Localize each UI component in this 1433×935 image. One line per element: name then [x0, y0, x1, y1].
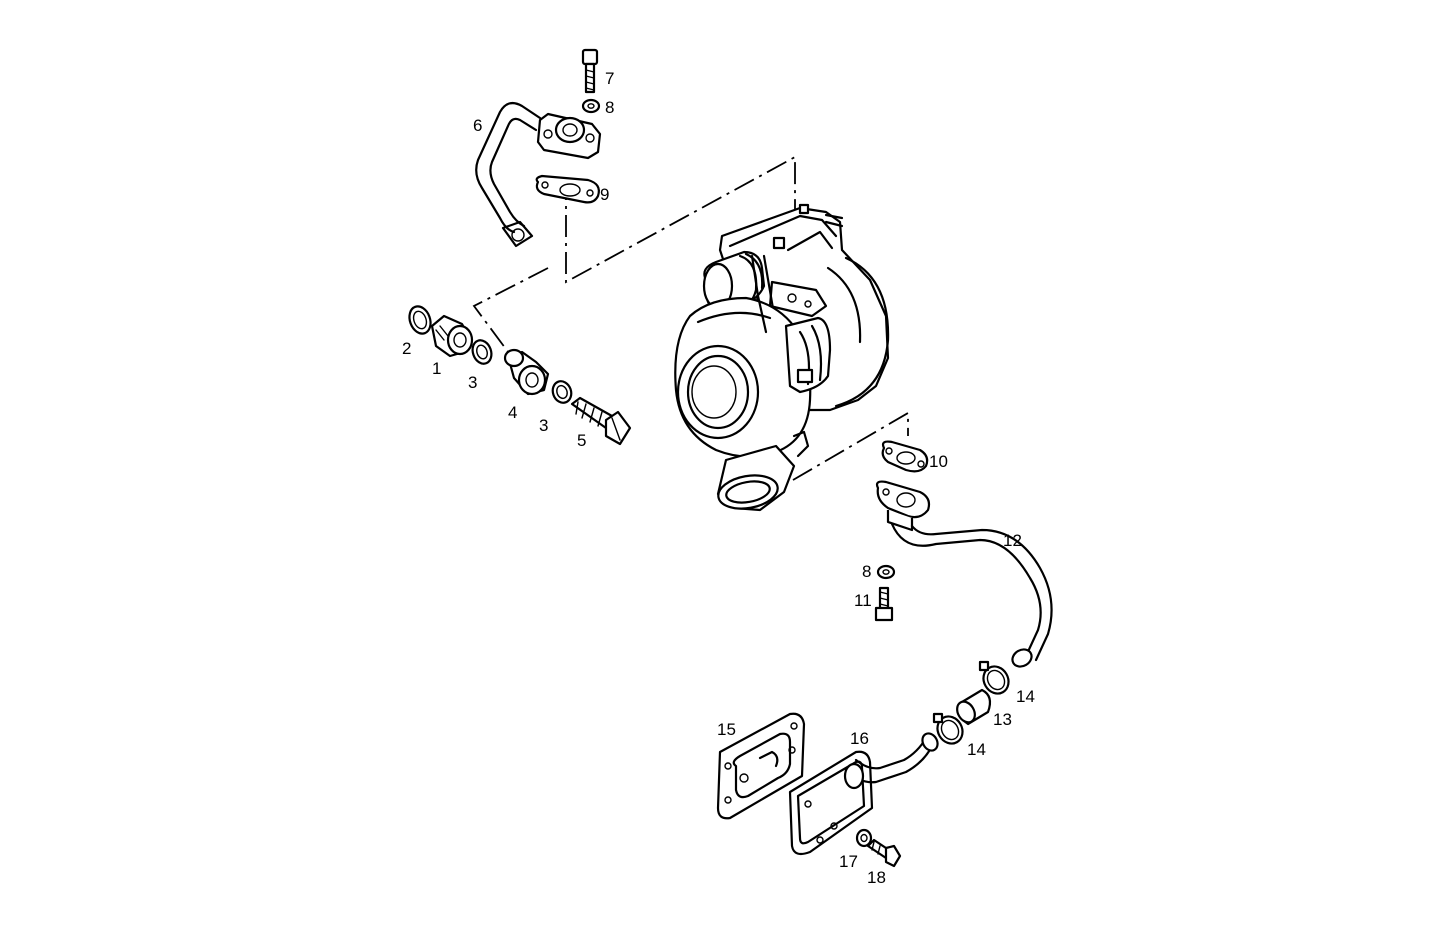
callout-6: 6 [473, 116, 482, 135]
washer-8-bottom [876, 564, 896, 580]
callout-7: 7 [605, 69, 614, 88]
callout-8-bottom: 8 [862, 562, 871, 581]
bolt-18 [866, 838, 902, 868]
callout-8-top: 8 [605, 98, 614, 117]
sealing-ring-3-b [551, 380, 573, 404]
adapter-fitting-1 [430, 314, 474, 358]
callout-1: 1 [432, 359, 441, 378]
oil-feed-flange [536, 112, 602, 160]
callout-13: 13 [993, 710, 1012, 729]
hose-13 [956, 688, 992, 726]
callout-16: 16 [850, 729, 869, 748]
callout-11: 11 [854, 591, 872, 610]
gasket-9 [535, 174, 600, 204]
sealing-ring-3-a [471, 339, 493, 365]
cover-plate-16 [788, 732, 939, 856]
gasket-10 [881, 440, 929, 473]
oil-drain-pipe-12 [875, 480, 1053, 668]
hose-clamp-14-upper [978, 660, 1010, 695]
callout-3-b: 3 [539, 416, 548, 435]
callout-9: 9 [600, 185, 609, 204]
bolt-7 [581, 48, 599, 94]
callout-4: 4 [508, 403, 517, 422]
callout-labels: 1 2 3 3 4 5 6 7 8 8 9 10 11 12 13 14 14 … [402, 69, 1035, 887]
callout-12: 12 [1003, 531, 1022, 550]
callout-18: 18 [867, 868, 886, 887]
banjo-bolt-5 [570, 396, 632, 446]
callout-17: 17 [839, 852, 858, 871]
oil-feed-pipe [475, 101, 542, 248]
callout-15: 15 [717, 720, 736, 739]
callout-14-upper: 14 [1016, 687, 1035, 706]
callout-14-lower: 14 [967, 740, 986, 759]
turbocharger-assembly [674, 203, 890, 512]
callout-3-a: 3 [468, 373, 477, 392]
callout-2: 2 [402, 339, 411, 358]
washer-17 [855, 828, 873, 848]
washer-8-top [581, 98, 601, 114]
callout-10: 10 [929, 452, 948, 471]
assembly-centerlines [472, 155, 909, 481]
callout-5: 5 [577, 431, 586, 450]
bolt-11 [874, 586, 894, 622]
gasket-plate-15 [716, 712, 806, 820]
sealing-ring-2 [408, 305, 432, 335]
banjo-fitting-4 [503, 348, 550, 396]
hose-clamp-14-lower [932, 712, 964, 745]
